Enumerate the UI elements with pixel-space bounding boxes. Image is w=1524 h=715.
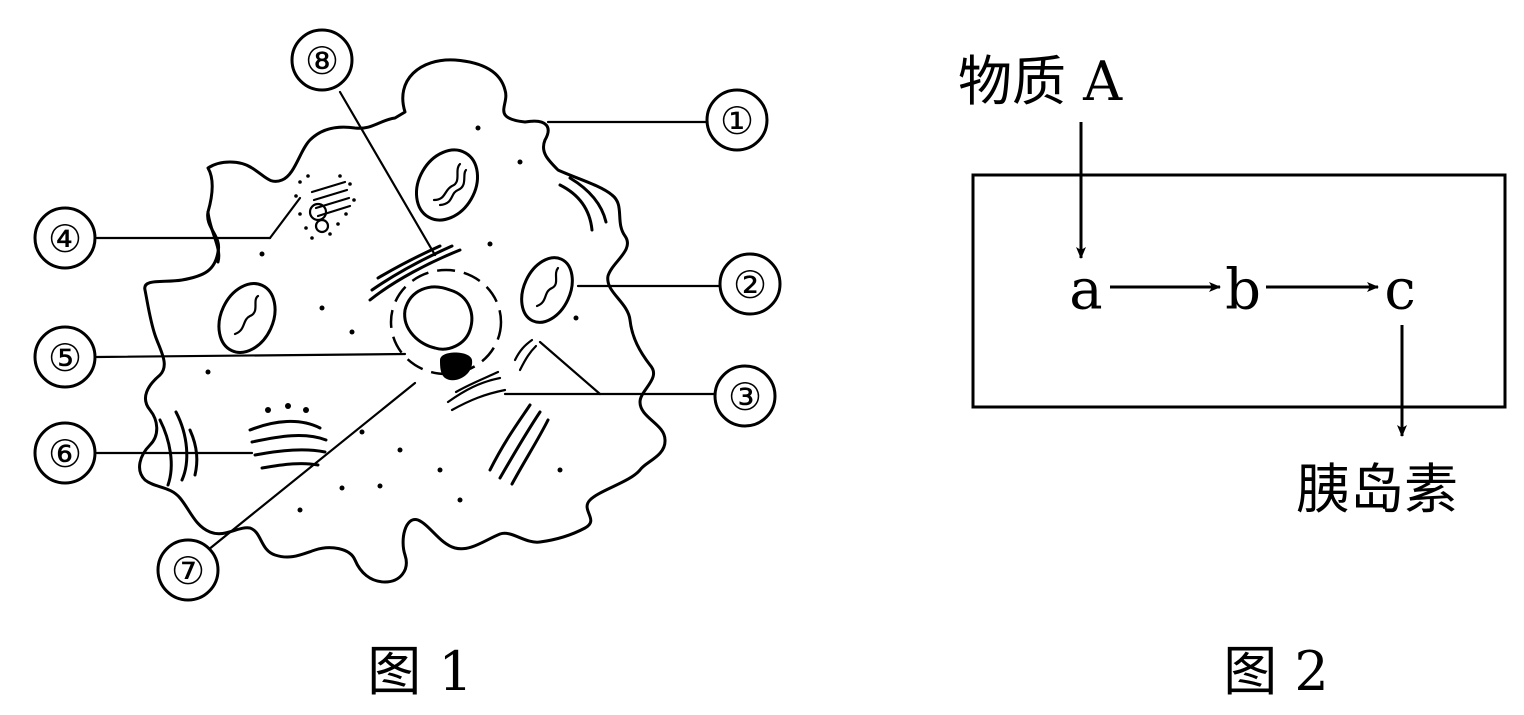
svg-text:⑦: ⑦ [171,549,205,593]
step-c: c [1384,258,1415,323]
input-label: 物质 A [958,50,1123,113]
figure1-caption: 图 1 [367,640,473,703]
svg-text:⑥: ⑥ [48,432,82,476]
centriole-cluster [294,174,356,240]
nucleolus [440,352,473,381]
svg-text:②: ② [733,263,767,307]
cell-box [971,173,1507,409]
marker-6: ⑥ [33,421,97,485]
marker-2: ② [718,252,782,316]
marker-1: ① [705,88,769,152]
rough-er-top [368,244,462,302]
step-a: a [1069,258,1102,323]
mitochondrion-right [520,256,574,324]
marker-8: ⑧ [290,28,354,92]
svg-text:③: ③ [728,375,762,419]
figure1-cell-diagram: ① ② ③ ④ ⑤ ⑥ ⑦ ⑧ 图 1 [33,28,782,703]
figure2-caption: 图 2 [1223,640,1329,703]
marker-7: ⑦ [156,538,220,602]
golgi-cluster-center [446,370,507,412]
svg-text:⑤: ⑤ [48,336,82,380]
leader-lines [95,90,722,552]
free-ribosomes [205,125,579,513]
golgi-right [488,403,550,486]
marker-5: ⑤ [33,325,97,389]
mitochondrion-left [217,282,277,354]
figure2-flow-diagram: 物质 A a b c 胰岛素 图 2 [958,50,1507,703]
golgi-left [248,403,328,470]
svg-text:①: ① [720,99,754,143]
marker-4: ④ [33,206,97,270]
mitochondrion-top [415,148,479,222]
svg-text:④: ④ [48,217,82,261]
output-label: 胰岛素 [1296,458,1458,521]
svg-text:⑧: ⑧ [305,39,339,83]
step-b: b [1225,258,1261,323]
marker-3: ③ [713,364,777,428]
